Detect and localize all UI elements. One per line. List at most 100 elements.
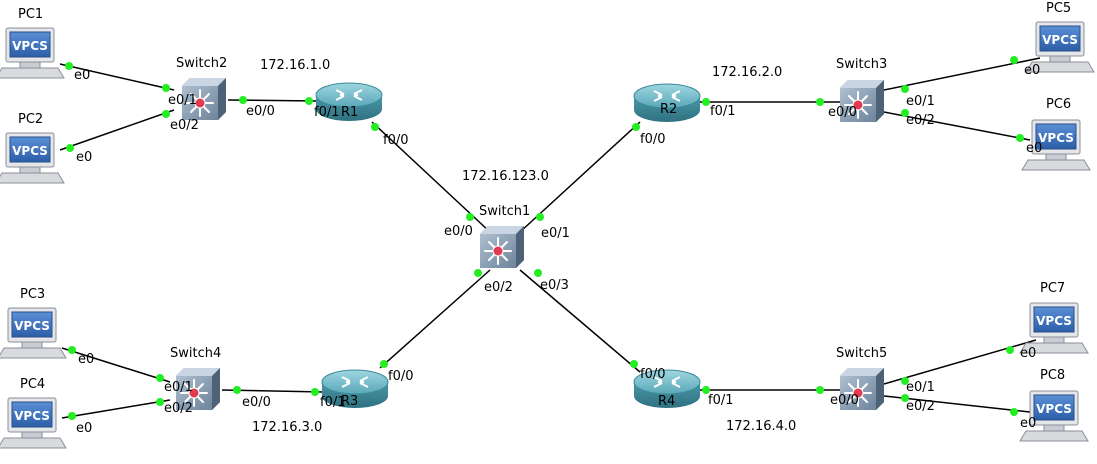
link-dot [1010,56,1018,64]
link-dot [68,346,76,354]
link-dot [371,123,379,131]
pc5-port-label: e0 [1024,63,1040,78]
pc7-name: PC7 [1040,281,1065,296]
link-dot [162,110,170,118]
switch5-port-e00-label: e0/0 [830,393,859,408]
pc2-computer-icon[interactable] [0,132,65,184]
pc1-name: PC1 [18,7,43,22]
link-dot [901,109,909,117]
pc1-port-label: e0 [74,68,90,83]
pc3-port-label: e0 [78,352,94,367]
switch4-port-e00-label: e0/0 [242,395,271,410]
pc2-screen-label: VPCS [12,144,48,158]
r4-port-f00-label: f0/0 [640,367,666,382]
network-label-172-16-1-0: 172.16.1.0 [260,58,330,73]
r4-port-f01-label: f0/1 [708,393,734,408]
switch2-port-e01-label: e0/1 [168,93,197,108]
link-dot [239,96,247,104]
pc6-screen-label: VPCS [1038,131,1074,145]
link-dot [816,98,824,106]
pc6-name: PC6 [1046,97,1071,112]
pc3-name: PC3 [20,287,45,302]
r2-port-f00-label: f0/0 [640,132,666,147]
link-dot [536,213,544,221]
link-dot [156,398,164,406]
switch4-name: Switch4 [170,346,221,361]
link-dot [534,269,542,277]
link-pc3-switch4 [61,347,171,383]
switch5-port-e01-label: e0/1 [906,380,935,395]
pc3-computer-icon[interactable] [0,307,67,359]
pc5-screen-label: VPCS [1042,33,1078,47]
r2-name: R2 [660,102,677,117]
link-dot [233,386,241,394]
pc1-screen-label: VPCS [12,39,48,53]
link-switch1-r3 [379,269,491,369]
pc1-computer-icon[interactable] [0,27,65,79]
link-dot [901,85,909,93]
link-dot [1006,346,1014,354]
r3-name: R3 [341,394,358,409]
switch1-icon[interactable] [479,225,525,269]
link-pc2-switch2 [59,109,175,151]
switch2-port-e00-label: e0/0 [246,104,275,119]
pc8-name: PC8 [1040,368,1065,383]
link-dot [1016,134,1024,142]
link-dot [380,360,388,368]
pc2-name: PC2 [18,112,43,127]
pc4-screen-label: VPCS [14,409,50,423]
switch3-port-e01-label: e0/1 [906,94,935,109]
link-dot [66,144,74,152]
pc4-name: PC4 [20,377,45,392]
link-switch5-pc7 [883,339,1037,385]
link-dot [65,62,73,70]
switch3-name: Switch3 [836,57,887,72]
r1-name: R1 [341,105,358,120]
switch2-port-e02-label: e0/2 [170,118,199,133]
r3-port-f01-label: f0/1 [320,395,346,410]
pc5-name: PC5 [1046,1,1071,16]
switch5-port-e02-label: e0/2 [906,399,935,414]
link-dot [305,97,313,105]
r4-name: R4 [658,394,675,409]
pc7-port-label: e0 [1020,346,1036,361]
link-switch3-pc6 [883,111,1031,141]
switch1-port-e01-label: e0/1 [541,226,570,241]
link-pc1-switch2 [59,63,175,91]
pc6-port-label: e0 [1026,141,1042,156]
link-dot [156,374,164,382]
link-status-dots [65,56,1024,420]
pc2-port-label: e0 [76,150,92,165]
link-dot [466,213,474,221]
network-label-172-16-3-0: 172.16.3.0 [252,420,322,435]
switch4-port-e01-label: e0/1 [164,380,193,395]
switch2-name: Switch2 [176,56,227,71]
link-dot [702,98,710,106]
r1-port-f00-label: f0/0 [383,133,409,148]
switch1-port-e00-label: e0/0 [444,224,473,239]
pc4-computer-icon[interactable] [0,397,67,449]
switch1-port-e03-label: e0/3 [540,278,569,293]
switch1-name: Switch1 [479,204,530,219]
r1-port-f01-label: f0/1 [314,105,340,120]
pc3-screen-label: VPCS [14,319,50,333]
network-label-172-16-2-0: 172.16.2.0 [712,65,782,80]
link-dot [901,377,909,385]
switch1-port-e02-label: e0/2 [484,280,513,295]
link-dot [474,269,482,277]
pc8-screen-label: VPCS [1036,402,1072,416]
link-dot [311,388,319,396]
link-dot [702,386,710,394]
link-dot [630,360,638,368]
switch3-port-e00-label: e0/0 [828,105,857,120]
link-dot [68,412,76,420]
switch4-port-e02-label: e0/2 [164,401,193,416]
link-switch1-r4 [519,269,641,373]
network-label-172-16-123-0: 172.16.123.0 [462,169,549,184]
link-dot [1010,408,1018,416]
switch3-port-e02-label: e0/2 [906,113,935,128]
link-dot [632,123,640,131]
link-dot [162,84,170,92]
